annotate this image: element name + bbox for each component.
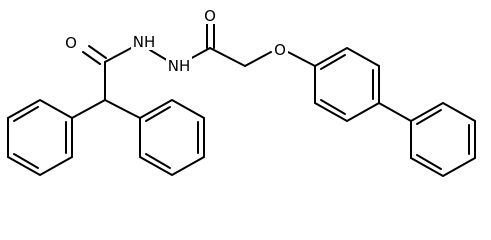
ring-inner-bond-2 [13,153,39,169]
atom-nh-left: NH [133,33,156,51]
bond-ch2-oether [244,51,272,67]
atom-labels: O NH NH O O [63,6,288,75]
atom-o-carbonyl-right: O [204,7,216,25]
ring-outline [7,98,73,177]
label-bg-o-left [63,33,79,51]
ring-inner-bond-3 [145,153,171,169]
bond-c2-ch2 [209,47,246,67]
bond-ch-phenyl-right [104,99,141,119]
ring-outline [314,46,380,123]
bond-c1-n1 [104,45,136,63]
phenyl-ring-left [7,98,73,177]
ring-outline [410,101,476,178]
benzhydryl-bonds [71,99,141,119]
atom-o-carbonyl-left: O [65,34,77,52]
ring-inner-bond-3 [416,154,442,170]
ring-inner-bond-1 [320,54,346,70]
ring-inner-bond-1 [416,109,442,125]
bond-ch-phenyl-left [71,99,106,119]
ring-inner-bond-3 [320,99,346,115]
phenyl-ring-middle [139,98,205,177]
bond-c1-o1-a [82,51,101,65]
atom-o-ether: O [274,41,286,59]
label-bg-o-right [202,6,218,24]
label-bg-nh-right [166,56,192,74]
biphenyl-ring-inner [314,46,380,123]
bond-c1-o1-b [88,45,107,59]
bond-oether-ring [287,51,316,67]
ring-inner-bond-3 [13,106,39,122]
hydrazide-chain [82,23,316,101]
biphenyl-ring-terminal [410,101,476,178]
ring-inner-bond-1 [145,106,171,122]
label-bg-nh-left [131,32,157,50]
bond-biphenyl-link [378,102,412,122]
atom-nh-right: NH [168,57,191,75]
label-bg-o-ether [272,40,288,58]
chemical-structure-diagram: O NH NH O O [7,6,476,178]
ring-outline [139,98,205,177]
